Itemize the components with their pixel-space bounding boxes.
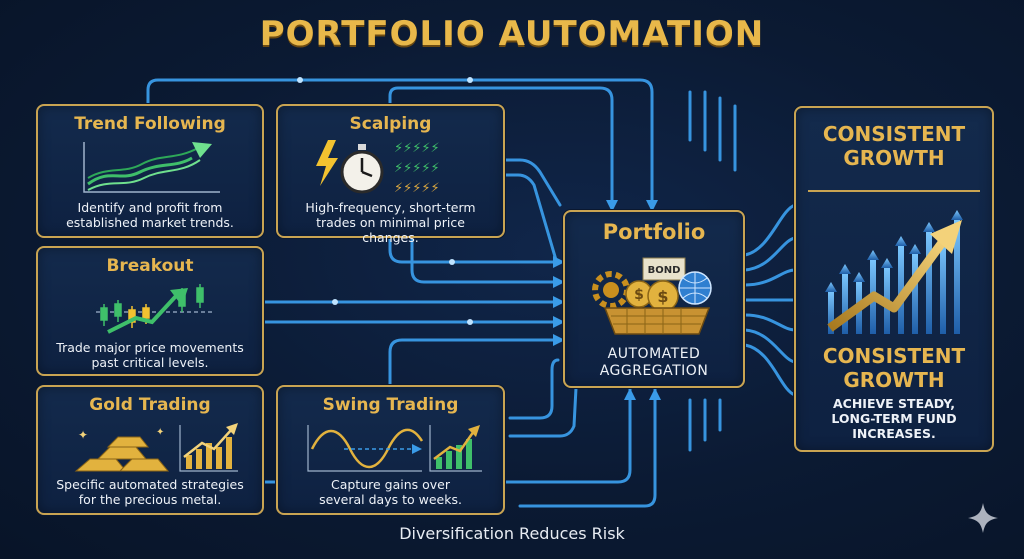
- bond-label: BOND: [648, 265, 681, 276]
- footer-caption: Diversification Reduces Risk: [399, 524, 625, 543]
- growth-arrows-icon: [825, 210, 963, 334]
- card-title: Trend Following: [74, 114, 226, 134]
- card-title: Breakout: [106, 256, 194, 276]
- stopwatch-lightning-icon: ⚡⚡⚡⚡⚡ ⚡⚡⚡⚡⚡ ⚡⚡⚡⚡⚡: [316, 140, 440, 196]
- svg-text:$: $: [657, 287, 668, 306]
- svg-text:⚡⚡⚡⚡⚡: ⚡⚡⚡⚡⚡: [394, 141, 440, 156]
- strategy-card-trend-following: Trend Following Identify and profit from…: [36, 104, 264, 238]
- gold-bars-icon: ✦ ✦: [74, 423, 238, 472]
- divider: [808, 190, 980, 192]
- candlestick-breakout-icon: [96, 284, 212, 334]
- sparkle-icon: [968, 503, 998, 533]
- page-title: PORTFOLIO AUTOMATION: [259, 14, 765, 54]
- card-title: Swing Trading: [322, 395, 459, 415]
- portfolio-basket-icon: BOND $ $: [592, 257, 712, 335]
- strategy-card-scalping: Scalping ⚡⚡⚡⚡⚡ ⚡⚡⚡⚡⚡ ⚡⚡⚡⚡⚡ High-frequenc…: [276, 104, 505, 245]
- trend-chart-icon: [83, 142, 220, 193]
- svg-text:⚡⚡⚡⚡⚡: ⚡⚡⚡⚡⚡: [394, 161, 440, 176]
- card-title: Scalping: [349, 114, 432, 134]
- sine-wave-chart-icon: [307, 425, 482, 472]
- svg-text:✦: ✦: [156, 427, 164, 438]
- svg-text:⚡⚡⚡⚡⚡: ⚡⚡⚡⚡⚡: [394, 181, 440, 196]
- card-title: Gold Trading: [89, 395, 211, 415]
- svg-text:✦: ✦: [78, 428, 88, 442]
- portfolio-title: Portfolio: [602, 220, 706, 244]
- svg-text:$: $: [634, 287, 644, 303]
- strategy-card-gold-trading: Gold Trading ✦ ✦ Specific automated stra…: [36, 385, 264, 515]
